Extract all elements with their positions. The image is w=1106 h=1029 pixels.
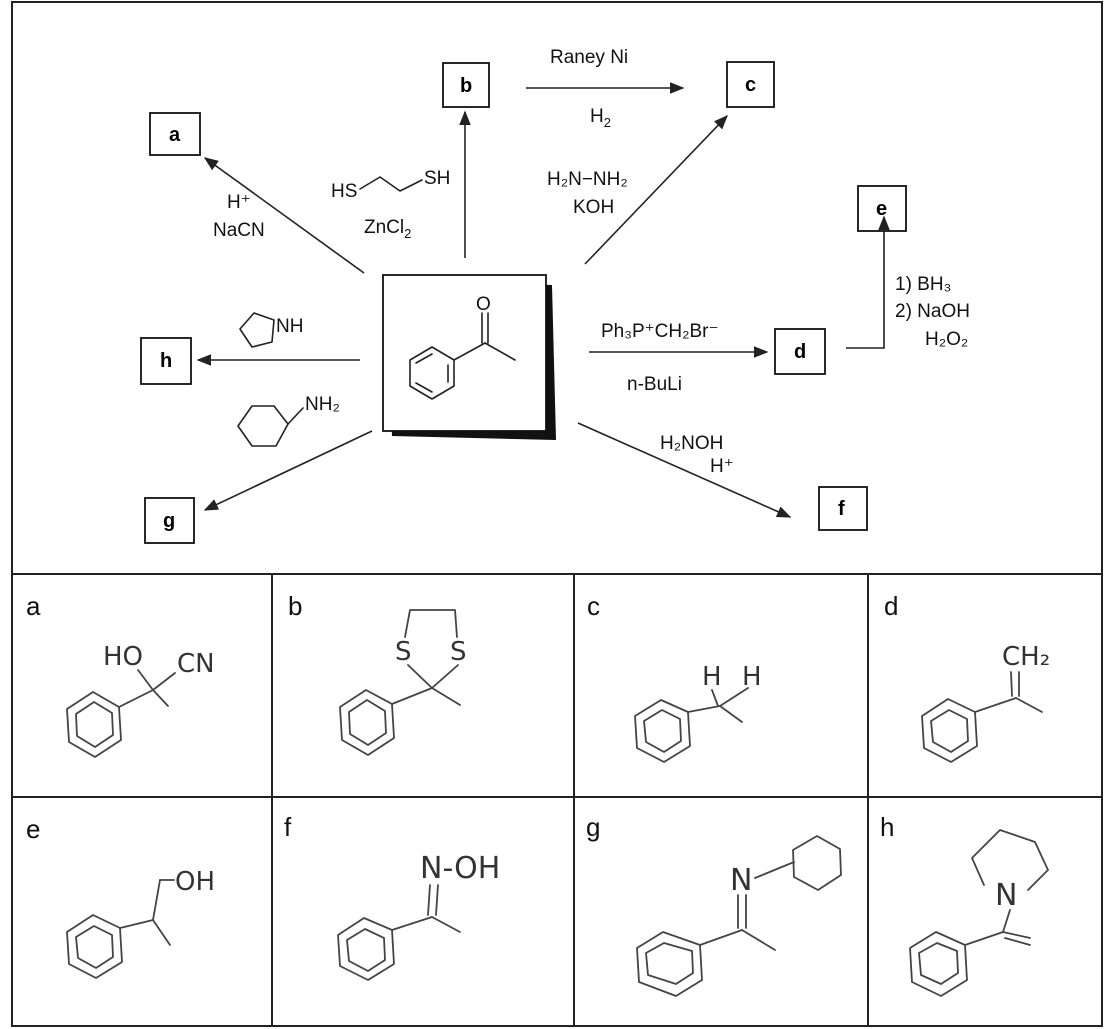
answer-b-sulfur-1: S xyxy=(395,637,412,667)
answer-a-ring xyxy=(66,691,122,758)
answer-e-hydroxyl: OH xyxy=(175,867,215,897)
product-a-label: a xyxy=(169,124,181,146)
answer-e-label: e xyxy=(26,814,40,844)
answer-a-label: a xyxy=(26,591,41,621)
arrow-to-f xyxy=(577,422,792,518)
product-h-label: h xyxy=(160,350,172,372)
product-box-c: c xyxy=(726,61,775,108)
reagent-bc-hydrogen: H2 xyxy=(590,106,611,130)
reagent-b-ethanedithiol: HS SH xyxy=(331,168,450,202)
reagent-c-hydrazine: H₂N−NH₂ xyxy=(547,169,628,190)
answer-b-label: b xyxy=(288,591,302,621)
answer-g-ring xyxy=(636,931,703,997)
answer-a-hydroxyl: HO xyxy=(103,642,143,672)
answer-c-label: c xyxy=(587,591,600,621)
product-c-label: c xyxy=(745,74,756,96)
answer-cell-a: a HO CN xyxy=(26,591,215,758)
product-box-d: d xyxy=(774,328,826,375)
answer-f-ring xyxy=(337,917,395,981)
product-g-label: g xyxy=(163,510,175,532)
reagent-f-acid: H⁺ xyxy=(710,456,734,477)
reagent-e-peroxide: H₂O₂ xyxy=(925,329,968,350)
reagent-a-cyanide: NaCN xyxy=(213,220,265,241)
arrow-to-c xyxy=(584,114,728,265)
reagent-e-step1: 1) BH₃ xyxy=(895,274,951,295)
answer-cell-f: f N-OH xyxy=(284,812,500,981)
product-d-label: d xyxy=(794,341,806,363)
answer-cell-h: h N xyxy=(880,812,1049,997)
answer-b-ring xyxy=(339,689,395,756)
start-box xyxy=(382,274,547,432)
outer-frame xyxy=(11,1,1103,1027)
product-box-f: f xyxy=(818,486,868,531)
reagent-e-step2: 2) NaOH xyxy=(895,301,970,322)
start-carbonyl-oxygen: O xyxy=(476,294,491,315)
product-b-label: b xyxy=(460,75,472,97)
answer-f-label: f xyxy=(284,812,292,842)
answer-c-hydrogen-1: H xyxy=(702,662,722,692)
answer-cell-d: d CH₂ xyxy=(884,591,1050,763)
answer-g-label: g xyxy=(586,812,600,842)
answer-g-cyclohexyl xyxy=(792,835,842,891)
answer-h-label: h xyxy=(880,812,894,842)
starting-material-acetophenone: O xyxy=(382,274,556,440)
product-box-g: g xyxy=(144,497,195,544)
reagent-d-phosphonium: Ph₃P⁺CH₂Br⁻ xyxy=(601,321,719,342)
reagent-d-butyllithium: n-BuLi xyxy=(627,374,682,395)
svg-text:SH: SH xyxy=(424,168,450,189)
answer-grid xyxy=(12,574,1102,1026)
reagent-b-zinc-chloride: ZnCl2 xyxy=(364,217,411,241)
product-e-label: e xyxy=(876,198,887,220)
product-box-b: b xyxy=(442,62,490,108)
answer-cell-e: e OH xyxy=(26,814,215,979)
answer-cell-g: g N xyxy=(586,812,842,997)
svg-text:NH: NH xyxy=(276,316,303,337)
answer-d-label: d xyxy=(884,591,898,621)
product-f-label: f xyxy=(838,498,845,520)
arrow-to-a xyxy=(203,157,365,274)
reagent-g-cyclohexylamine: NH₂ xyxy=(237,394,340,447)
answer-b-sulfur-2: S xyxy=(450,637,467,667)
answer-e-ring xyxy=(66,914,123,979)
answer-cell-b: b S S xyxy=(288,591,467,756)
answer-h-ring xyxy=(909,931,968,997)
reagent-h-pyrrolidine: NH xyxy=(239,312,303,348)
answer-d-methylene: CH₂ xyxy=(1002,642,1050,672)
answer-h-enamine-nitrogen: N xyxy=(995,878,1017,913)
answer-cell-c: c H H xyxy=(587,591,762,763)
answer-c-ring xyxy=(634,699,691,763)
answer-a-nitrile: CN xyxy=(177,649,215,679)
arrow-to-g xyxy=(203,430,373,511)
reagent-f-hydroxylamine: H₂NOH xyxy=(660,433,723,454)
reagent-bc-raney-ni: Raney Ni xyxy=(550,47,628,68)
reagent-c-koh: KOH xyxy=(573,197,614,218)
svg-text:HS: HS xyxy=(331,181,357,202)
answer-d-ring xyxy=(921,698,978,763)
reagent-a-acid: H⁺ xyxy=(227,192,251,213)
product-box-a: a xyxy=(149,112,201,156)
product-box-e: e xyxy=(857,185,907,232)
answer-c-hydrogen-2: H xyxy=(742,662,762,692)
answer-f-oxime: N-OH xyxy=(420,851,500,886)
start-benzene-ring xyxy=(409,346,455,400)
svg-text:NH₂: NH₂ xyxy=(305,394,340,415)
answer-g-imine-nitrogen: N xyxy=(730,863,752,898)
product-box-h: h xyxy=(140,337,192,385)
arrow-d-to-e xyxy=(846,215,890,349)
